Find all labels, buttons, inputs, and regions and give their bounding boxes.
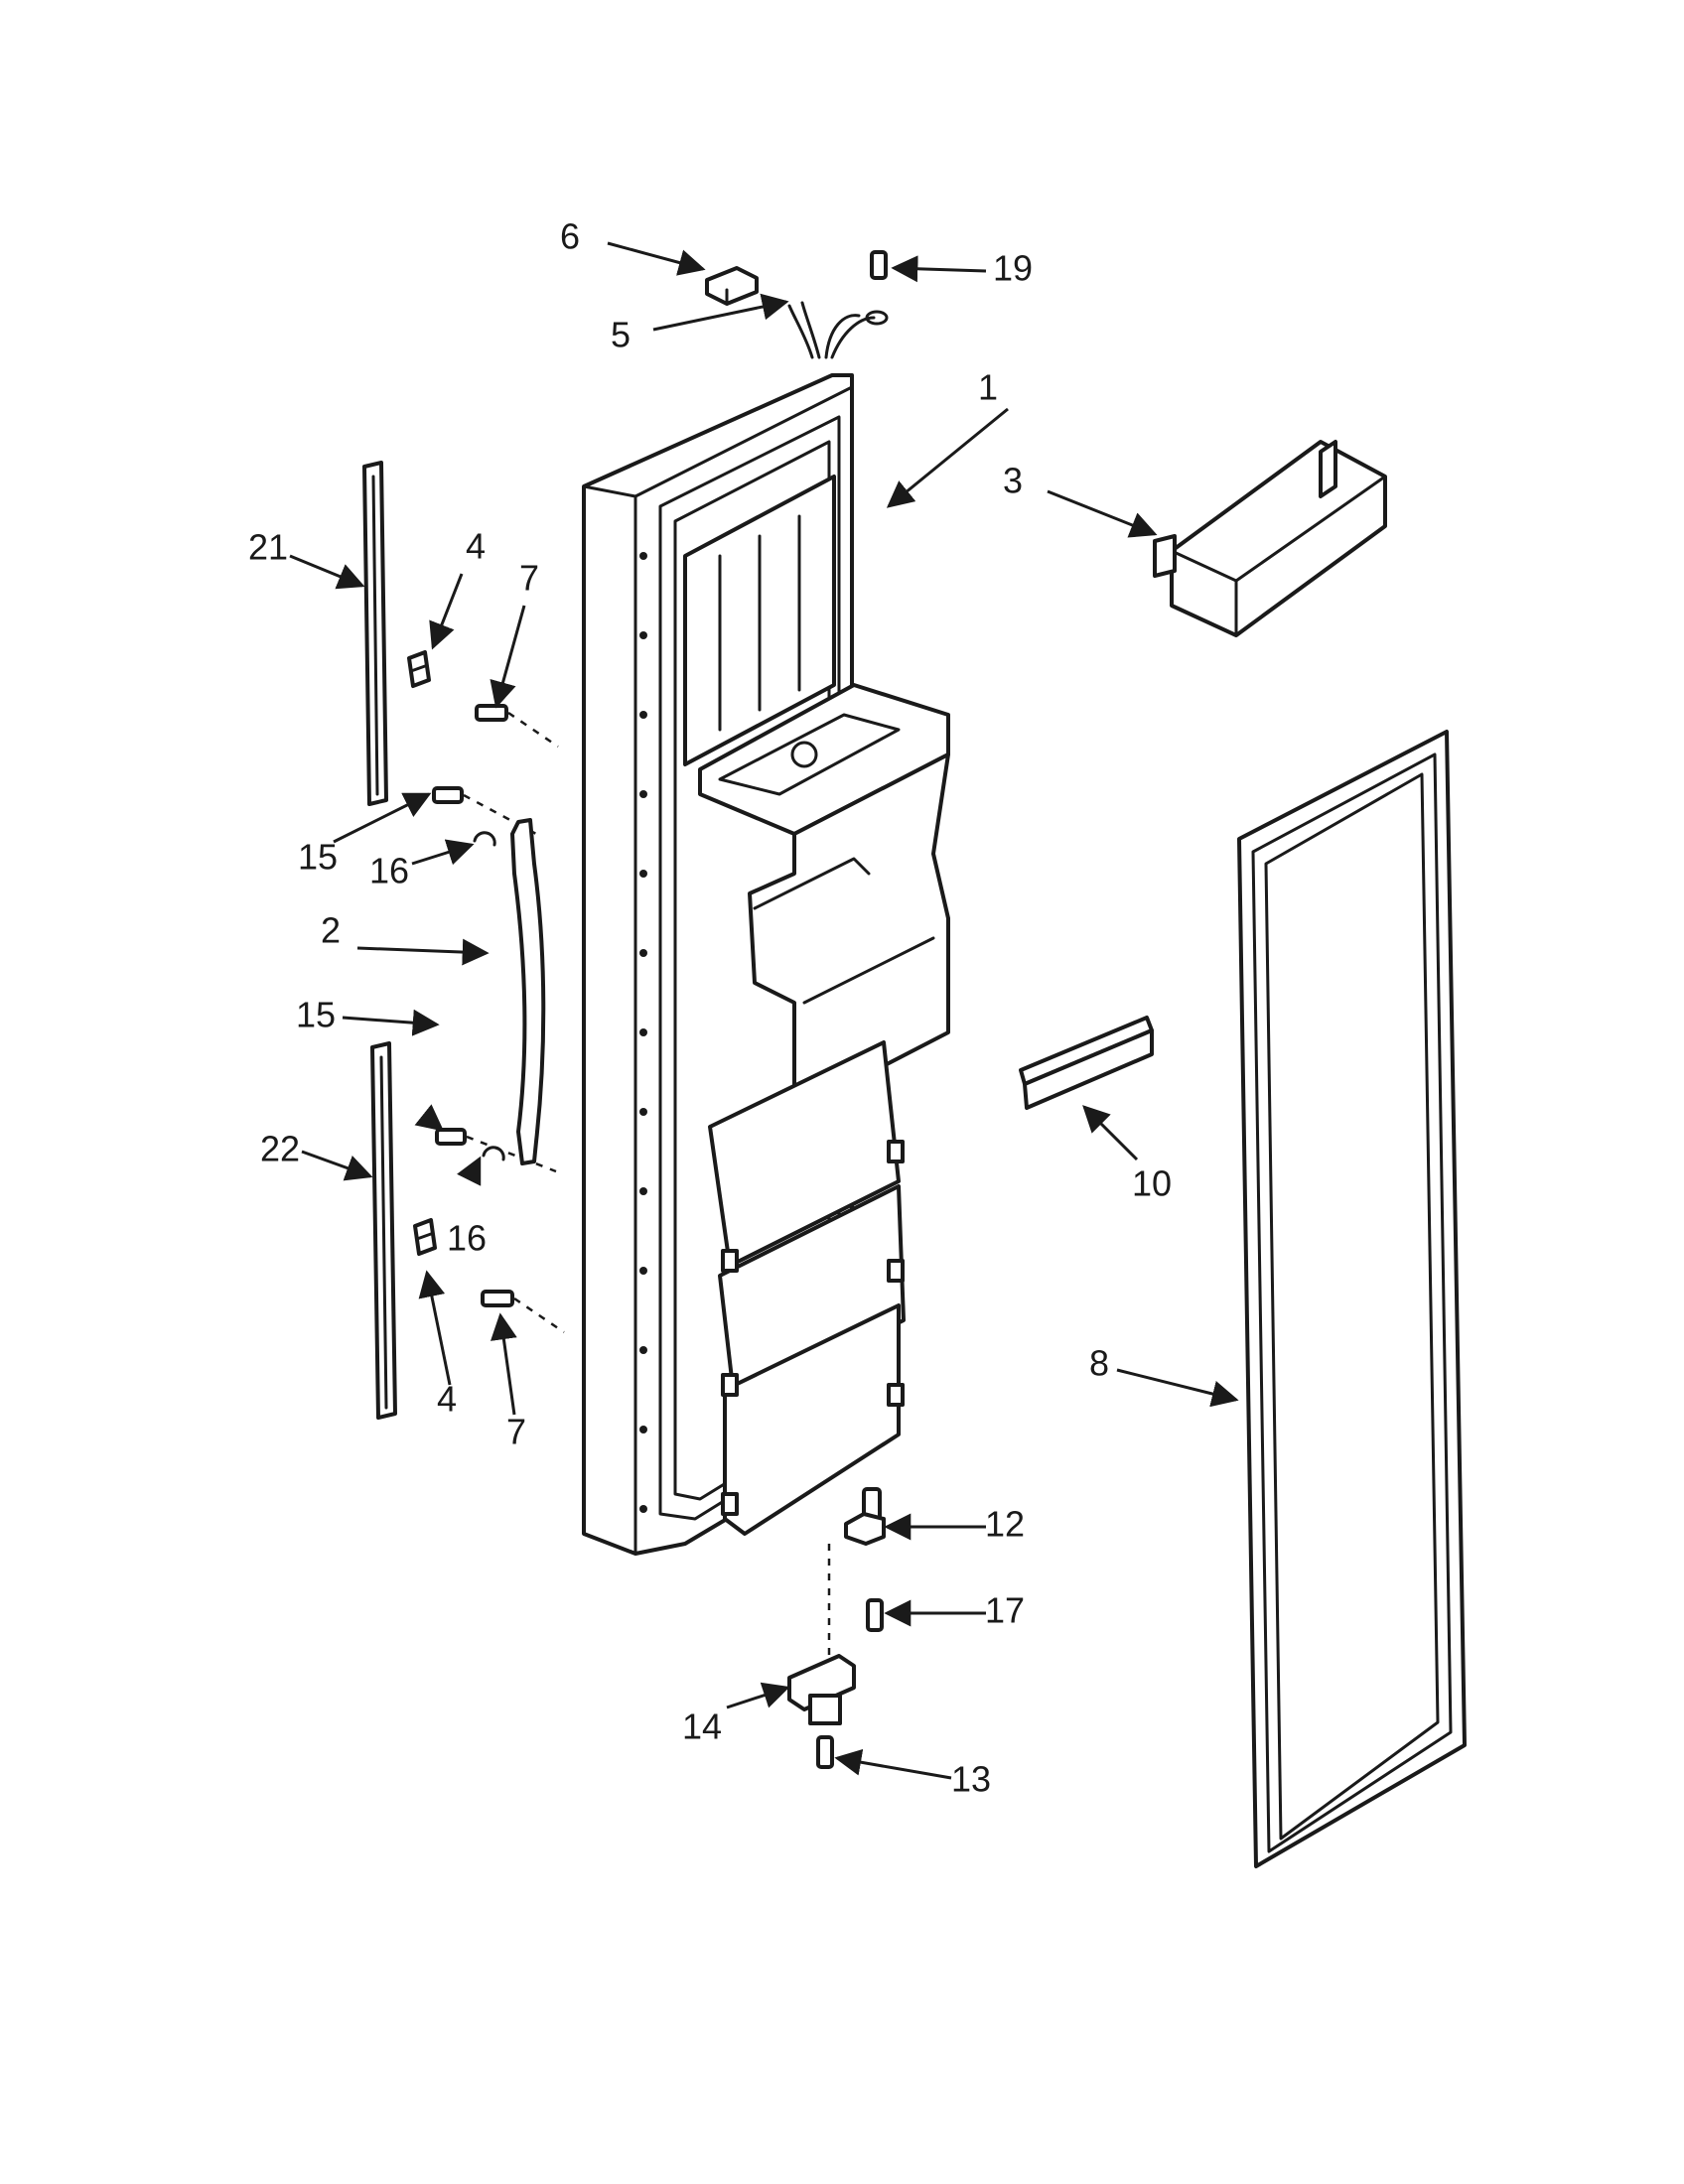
callout-10: 10 bbox=[1132, 1163, 1172, 1204]
callout-13: 13 bbox=[951, 1759, 991, 1800]
callout-17: 17 bbox=[985, 1590, 1025, 1631]
door-gasket bbox=[1237, 730, 1467, 1868]
callout-1: 1 bbox=[978, 367, 998, 408]
leader-lines bbox=[289, 241, 1239, 1780]
bracket-screw bbox=[816, 1735, 834, 1769]
e-ring-lower bbox=[482, 1146, 505, 1161]
callout-7-lower: 7 bbox=[506, 1412, 526, 1452]
callout-labels: 1 2 3 4 4 5 6 7 7 8 10 12 13 14 15 15 16… bbox=[248, 216, 1172, 1800]
callout-16-lower: 16 bbox=[447, 1218, 487, 1259]
callout-4-upper: 4 bbox=[466, 526, 486, 567]
trim-clip-lower bbox=[413, 1218, 437, 1256]
callout-8: 8 bbox=[1089, 1343, 1109, 1384]
wire-connector bbox=[705, 266, 759, 306]
callout-5: 5 bbox=[611, 315, 631, 355]
door-edge-screw-holes bbox=[639, 552, 647, 1513]
ground-screw bbox=[870, 250, 888, 280]
door-handle bbox=[510, 818, 546, 1165]
callout-2: 2 bbox=[321, 910, 341, 951]
callout-3: 3 bbox=[1003, 461, 1023, 501]
door-assembly bbox=[582, 373, 950, 1556]
door-bin bbox=[1153, 440, 1387, 637]
callout-21: 21 bbox=[248, 527, 288, 568]
trim-clip-upper bbox=[407, 650, 431, 688]
shelf-rail bbox=[1019, 1016, 1154, 1110]
handle-screw-lower bbox=[435, 1128, 557, 1173]
callout-16-upper: 16 bbox=[369, 851, 409, 891]
door-shelves bbox=[708, 1040, 906, 1536]
callout-4-lower: 4 bbox=[437, 1379, 457, 1420]
screw-upper bbox=[475, 704, 559, 749]
callout-6: 6 bbox=[560, 216, 580, 257]
callout-19: 19 bbox=[993, 248, 1033, 289]
callout-14: 14 bbox=[682, 1706, 722, 1747]
hinge-pin bbox=[827, 1487, 886, 1678]
callout-15-lower: 15 bbox=[296, 995, 336, 1035]
handle-screw-upper bbox=[432, 786, 537, 836]
hinge-bracket bbox=[787, 1654, 856, 1725]
callout-7-upper: 7 bbox=[519, 558, 539, 599]
callout-22: 22 bbox=[260, 1129, 300, 1169]
hinge-screw bbox=[866, 1598, 884, 1632]
callout-12: 12 bbox=[985, 1504, 1025, 1545]
wire-harness bbox=[787, 301, 889, 359]
callout-15-upper: 15 bbox=[298, 837, 338, 878]
screw-lower bbox=[481, 1290, 565, 1334]
e-ring-upper bbox=[473, 831, 496, 847]
